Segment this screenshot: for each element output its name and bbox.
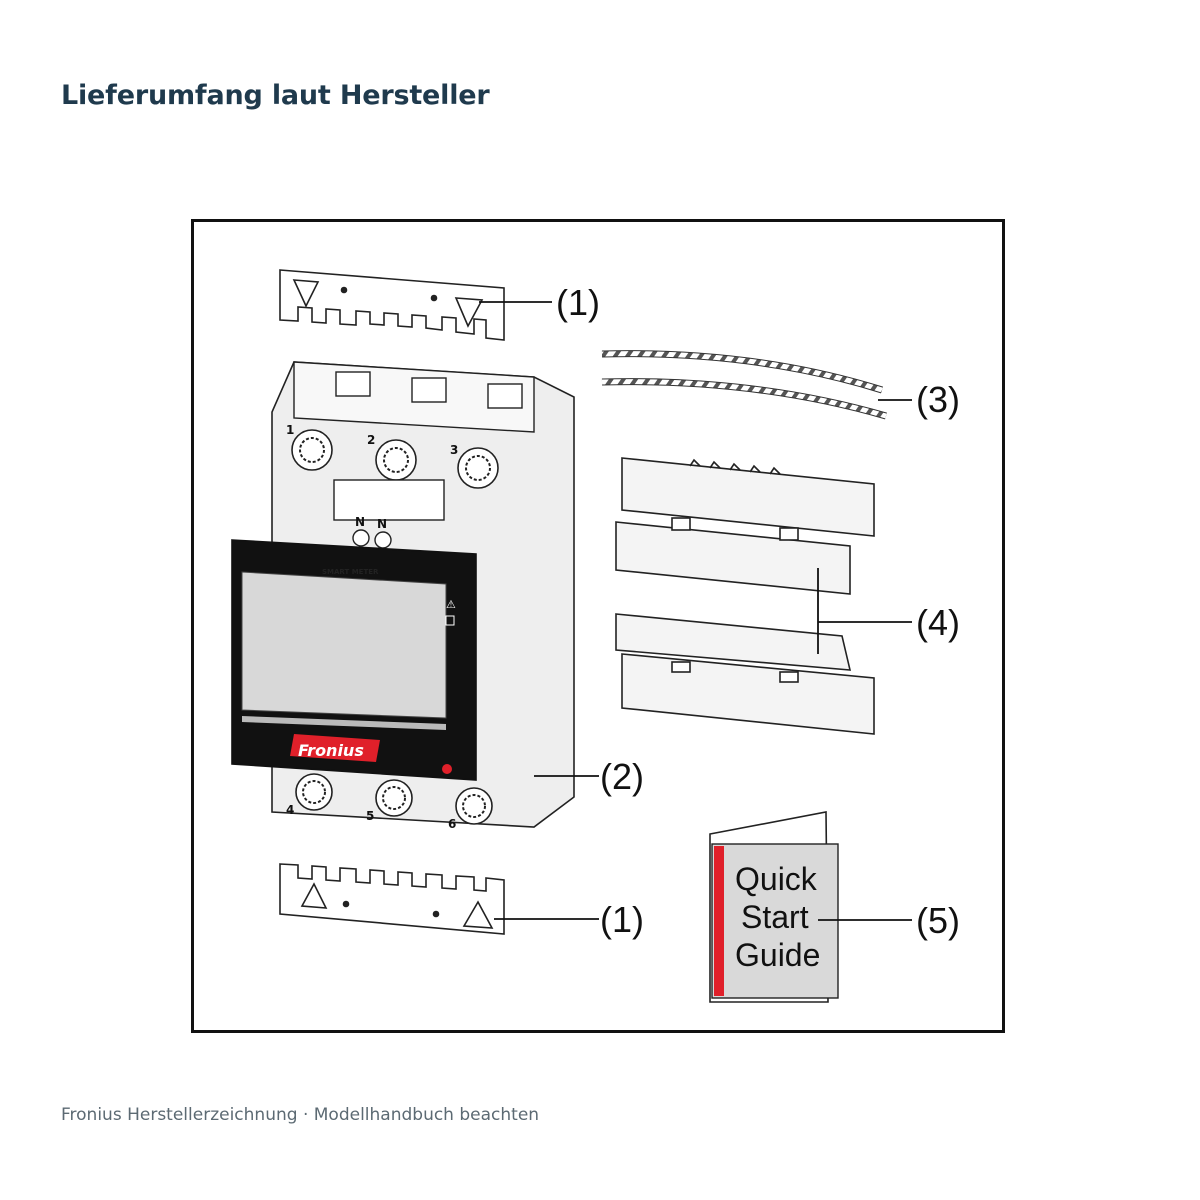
terminal-number: 6 — [448, 817, 456, 831]
neutral-label: N — [355, 515, 365, 529]
panel-label: SMART METER — [322, 568, 379, 576]
callout-2: (2) — [600, 756, 644, 797]
warning-triangle-icon — [300, 882, 328, 909]
cables — [601, 350, 887, 420]
technical-drawing: 1 2 3 N N SMART METER Fronius ⚠ — [231, 269, 960, 1003]
status-led — [442, 764, 452, 774]
terminal-screw — [457, 447, 499, 489]
terminal-screw — [291, 429, 333, 471]
warning-triangle-icon — [292, 279, 320, 308]
card-icon — [445, 615, 455, 626]
quick-start-guide-booklet: Quick Start Guide — [709, 811, 839, 1003]
din-rail-brackets — [615, 457, 875, 735]
terminal-number: 5 — [366, 809, 374, 823]
terminal-number: 3 — [450, 443, 458, 457]
scope-of-delivery-figure: 1 2 3 N N SMART METER Fronius ⚠ — [191, 219, 1005, 1033]
brand-logo-text: Fronius — [298, 741, 364, 760]
terminal-number: 2 — [367, 433, 375, 447]
terminal-screw — [375, 439, 417, 481]
page-title: Lieferumfang laut Hersteller — [61, 80, 490, 111]
terminal-number: 4 — [286, 803, 294, 817]
warning-triangle-icon — [462, 900, 494, 929]
booklet-red-stripe — [714, 846, 724, 996]
guide-line-2: Start — [741, 899, 809, 935]
callout-3: (3) — [916, 379, 960, 420]
figure-caption: Fronius Herstellerzeichnung · Modellhand… — [61, 1105, 540, 1125]
terminal-cover-top — [279, 269, 505, 341]
warning-triangle-icon: ⚠ — [446, 598, 456, 611]
neutral-label: N — [377, 517, 387, 531]
warning-triangle-icon — [454, 297, 484, 328]
terminal-screw — [295, 773, 333, 811]
callout-1-top: (1) — [556, 282, 600, 323]
terminal-cover-bottom — [279, 863, 505, 935]
guide-line-1: Quick — [735, 861, 818, 897]
display-screen — [241, 571, 447, 719]
smart-meter: 1 2 3 N N SMART METER Fronius ⚠ — [231, 361, 575, 831]
terminal-screw — [455, 787, 493, 825]
callout-5: (5) — [916, 900, 960, 941]
callout-4: (4) — [916, 602, 960, 643]
terminal-number: 1 — [286, 423, 294, 437]
terminal-screw — [375, 779, 413, 817]
guide-line-3: Guide — [735, 937, 820, 973]
callout-1-bottom: (1) — [600, 899, 644, 940]
